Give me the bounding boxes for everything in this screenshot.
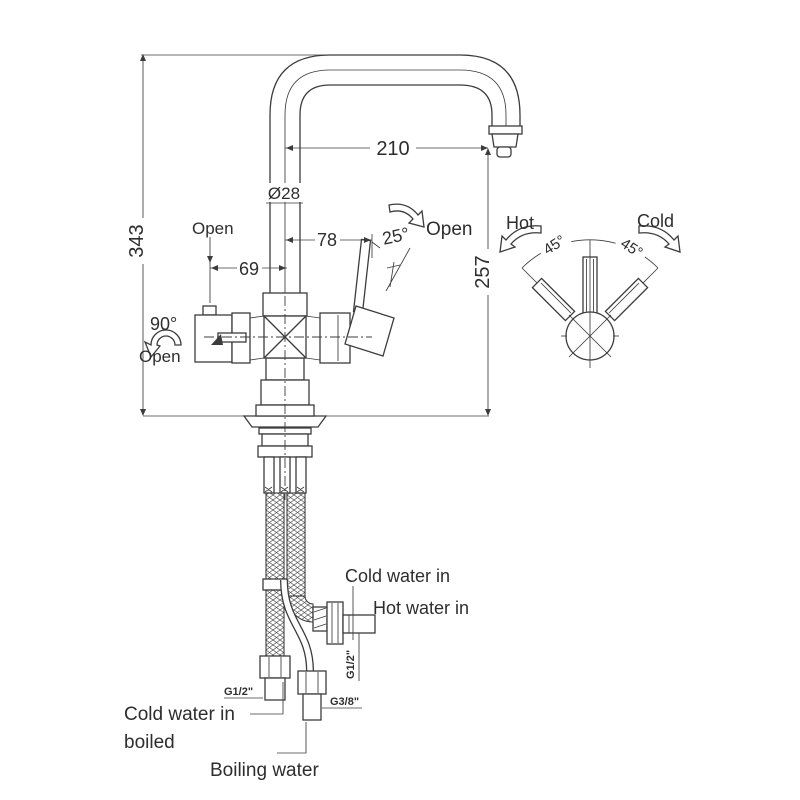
dim-lever-angle: 25° [380,224,411,249]
lever-knob [344,305,395,357]
label-thread-hot: G1/2" [345,650,357,679]
hot-rotation-arrow-icon [499,225,542,253]
label-cold-water-in: Cold water in [345,566,450,586]
lever-handle [352,238,372,314]
label-open-knob-side: Open [139,347,181,366]
cold-rotation-arrow-icon [638,225,681,253]
callout-leader-lines [224,586,376,754]
dim-spout-diameter: Ø28 [268,184,300,203]
label-hot-water-in: Hot water in [373,598,469,618]
label-open-knob-top: Open [192,219,234,238]
cold-handle [604,277,649,322]
dim-overall-height: 343 [126,224,148,257]
supply-hoses-assembly [242,415,376,721]
label-boiling-water: Boiling water [210,760,319,781]
dim-spout-height: 257 [472,255,494,288]
left-knob-top [202,305,217,316]
annotation-texts: 210 Ø28 343 257 78 69 Open Open 25° 90° … [124,136,674,781]
label-cold: Cold [637,211,674,231]
label-hot: Hot [506,213,534,233]
handle-rotation-top-view [521,239,659,368]
rotation-arrows [143,203,681,359]
dim-knob-rotation: 90° [150,314,177,334]
valve-body-front-view [194,238,395,417]
dimension-lines [140,54,491,416]
spout-joint [488,125,523,135]
label-cold-water-in-boiled-line2: boiled [124,732,175,753]
label-cold-water-in-boiled-line1: Cold water in [124,704,235,725]
label-open-lever: Open [426,219,472,240]
open-lever-arrow-icon [388,203,425,228]
spout-nozzle [491,133,519,148]
label-thread-cold-boiled: G1/2" [224,686,253,698]
hot-handle [531,277,576,322]
dim-lever-offset: 78 [317,230,337,250]
centerlines [204,296,372,500]
left-knob-indicator [211,334,223,345]
spout-tip [496,146,512,158]
spout [269,54,523,294]
dim-spout-reach: 210 [376,138,409,160]
knob-90-rotation-arrow-icon [143,329,182,359]
label-thread-boiling: G3/8" [330,696,359,708]
dim-knob-offset: 69 [239,259,259,279]
